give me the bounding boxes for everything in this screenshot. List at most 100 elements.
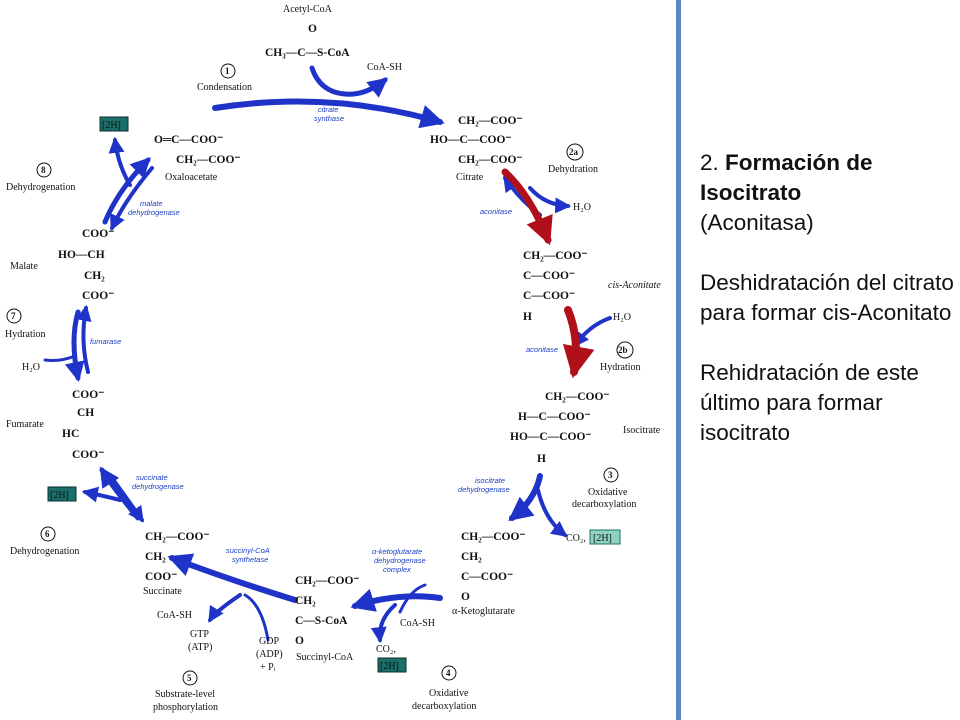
- arrow-2h-8: [108, 136, 132, 187]
- arrow-h2o-7: [43, 354, 77, 362]
- iso-line4: H: [537, 453, 546, 465]
- h2-8: [2H]: [102, 120, 121, 131]
- step4-num: 4: [446, 668, 451, 678]
- arrow-gdp-in: [243, 593, 270, 642]
- arrow-mdh: [102, 157, 151, 225]
- iso-line1: CH₂—COO⁻: [545, 391, 609, 403]
- scoa-line1: CH₂—COO⁻: [295, 575, 359, 587]
- step3-num: 3: [608, 470, 613, 480]
- arrow-scs: [167, 553, 298, 603]
- gdp-3: + Pᵢ: [260, 662, 276, 673]
- cis-line3: C—COO⁻: [523, 290, 575, 302]
- fum-line3: HC: [62, 428, 79, 440]
- step3-name-2: decarboxylation: [572, 499, 636, 510]
- enzyme-citrate-synthase-1: citrate: [318, 105, 338, 114]
- enzyme-sdh-1: succinate: [136, 473, 168, 482]
- scoa-line4: O: [295, 635, 304, 647]
- arrow-fumarase-down: [64, 309, 85, 382]
- explanation-title: 2. Formación de Isocitrato (Aconitasa): [700, 148, 958, 238]
- cis-name: cis-Aconitate: [608, 280, 661, 291]
- akg-line3: C—COO⁻: [461, 571, 513, 583]
- co2-3: CO₂,: [566, 533, 586, 544]
- mal-line3: CH₂: [84, 270, 105, 282]
- cis-line2: C—COO⁻: [523, 270, 575, 282]
- fum-line1: COO⁻: [72, 389, 104, 401]
- cis-line1: CH₂—COO⁻: [523, 250, 587, 262]
- enzyme-scs-1: succinyl-CoA: [226, 546, 270, 555]
- mal-name: Malate: [10, 261, 38, 272]
- h2o-7: H₂O: [22, 362, 40, 373]
- arrow-idh: [508, 473, 543, 521]
- step4-name-1: Oxidative: [429, 688, 469, 699]
- fum-name: Fumarate: [6, 419, 44, 430]
- step2b-num: 2b: [618, 345, 628, 355]
- step7-circle: [6, 308, 22, 324]
- enzyme-akgdh-3: complex: [383, 565, 411, 574]
- step2a-num: 2a: [569, 147, 579, 157]
- mal-line4: COO⁻: [82, 290, 114, 302]
- gtp-2: (ATP): [188, 642, 212, 653]
- citrate-name: Citrate: [456, 172, 484, 183]
- enzyme-aconitase-2: aconitase: [526, 345, 558, 354]
- enzyme-scs-2: synthetase: [232, 555, 268, 564]
- fum-line4: COO⁻: [72, 449, 104, 461]
- akg-line4: O: [461, 591, 470, 603]
- gdp-2: (ADP): [256, 649, 283, 660]
- citrate-line1: CH₂—COO⁻: [458, 115, 522, 127]
- enzyme-mdh-2: dehydrogenase: [128, 208, 180, 217]
- explanation-rehydration: Rehidratación de este último para formar…: [700, 360, 919, 445]
- oaa-line1: O═C—COO⁻: [154, 134, 223, 146]
- gdp-1: GDP: [259, 636, 279, 647]
- citrate-line2: HO—C—COO⁻: [430, 134, 511, 146]
- akg-line2: CH₂: [461, 551, 482, 563]
- title-bold: Formación de Isocitrato: [700, 150, 873, 205]
- step4-name-2: decarboxylation: [412, 701, 476, 712]
- succ-line2: CH₂: [145, 551, 166, 563]
- enzyme-akgdh-2: dehydrogenase: [374, 556, 426, 565]
- enzyme-fumarase: fumarase: [90, 337, 121, 346]
- step3-name-1: Oxidative: [588, 487, 628, 498]
- h2-box-4: [377, 657, 407, 673]
- arrow-h2o-in: [573, 316, 612, 348]
- step3-circle: [603, 467, 619, 483]
- arrow-co2-4-out: [370, 603, 397, 644]
- oaa-line2: CH₂—COO⁻: [176, 154, 240, 166]
- citrate-line3: CH₂—COO⁻: [458, 154, 522, 166]
- step6-num: 6: [45, 529, 50, 539]
- acetyl-coa-o: O: [308, 23, 317, 35]
- step1-circle: [220, 63, 236, 79]
- step2a-name: Dehydration: [548, 164, 598, 175]
- arrow-sdh-rev: [110, 476, 144, 523]
- scoa-line3: C—S-CoA: [295, 615, 348, 627]
- enzyme-mdh-1: malate: [140, 199, 163, 208]
- arrow-condensation: [212, 98, 445, 129]
- step1-num: 1: [225, 66, 230, 76]
- step8-num: 8: [41, 165, 46, 175]
- h2o-in: H₂O: [613, 312, 631, 323]
- enzyme-sdh-2: dehydrogenase: [132, 482, 184, 491]
- co2-4: CO₂,: [376, 644, 396, 655]
- akg-name: α-Ketoglutarate: [452, 606, 516, 617]
- coash-4: CoA-SH: [400, 618, 435, 629]
- succ-name: Succinate: [143, 586, 182, 597]
- arrow-acetylcoa-in: [309, 65, 389, 98]
- akg-line1: CH₂—COO⁻: [461, 531, 525, 543]
- explanation-panel: 2. Formación de Isocitrato (Aconitasa) D…: [700, 148, 958, 478]
- step2a-circle: [566, 143, 584, 161]
- enzyme-idh-1: isocitrate: [475, 476, 505, 485]
- gtp-1: GTP: [190, 629, 209, 640]
- citric-acid-cycle-diagram: Acetyl-CoA O CH₃—C—S-CoA CoA-SH 1 Conden…: [5, 4, 661, 713]
- arrow-mdh-rev: [110, 166, 154, 231]
- arrow-coash-4-in: [398, 583, 427, 614]
- h2-box-3: [589, 529, 621, 545]
- h2-box-6: [47, 486, 77, 502]
- arrow-gtp-out: [208, 593, 242, 623]
- arrow-h2o-out: [528, 186, 572, 214]
- oaa-name: Oxaloacetate: [165, 172, 218, 183]
- arrow-aconitase-forward: [501, 168, 553, 246]
- cis-line4: H: [523, 311, 532, 323]
- step2b-circle: [616, 341, 634, 359]
- scoa-line2: CH₂: [295, 595, 316, 607]
- iso-line2: H—C—COO⁻: [518, 411, 591, 423]
- coash-top: CoA-SH: [367, 62, 402, 73]
